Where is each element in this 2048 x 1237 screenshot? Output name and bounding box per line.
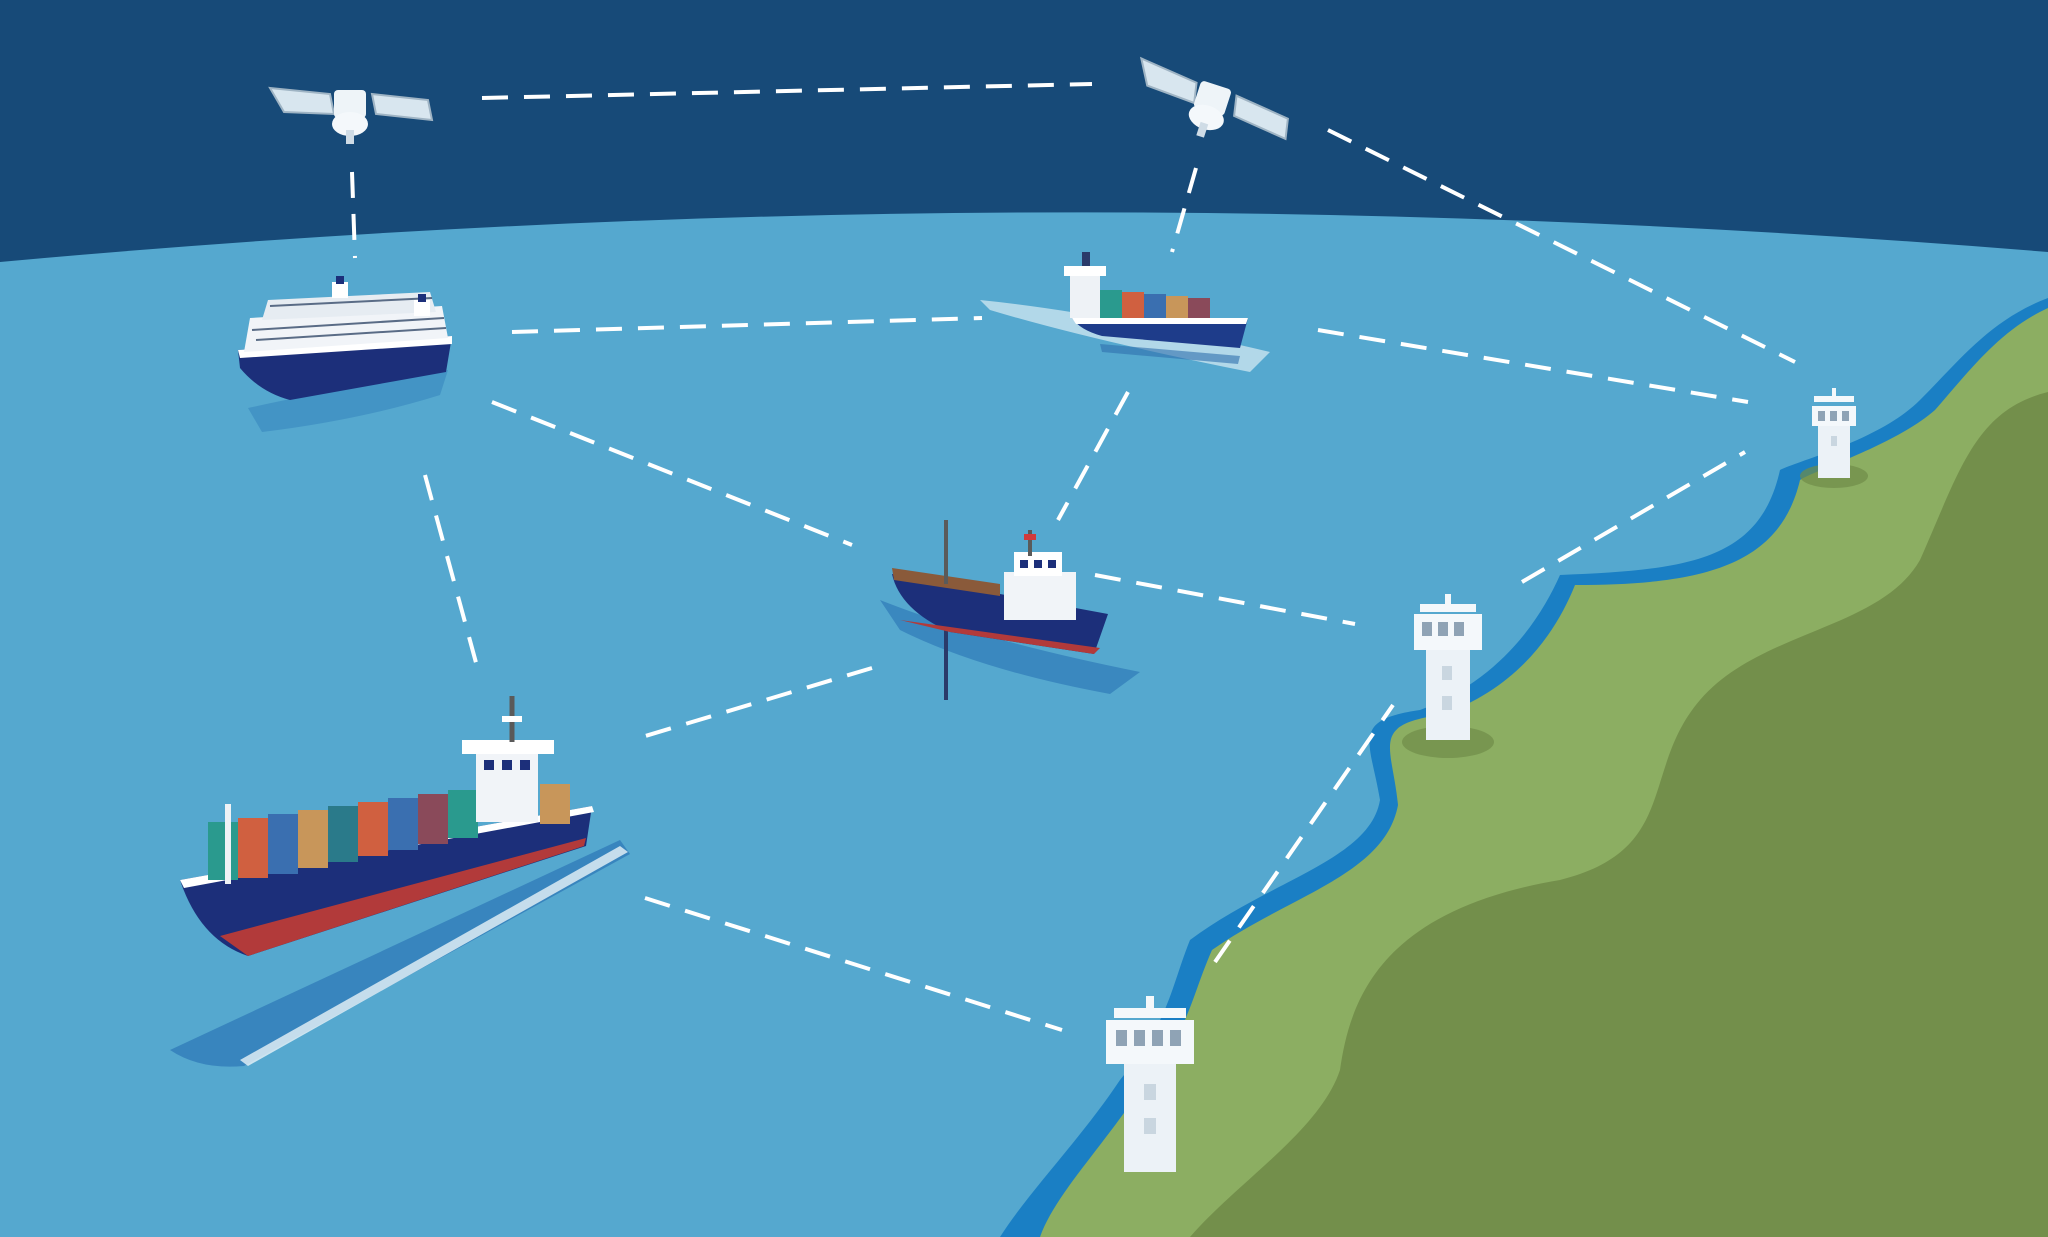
link-container-ship-to-cargo-ship <box>1056 391 1130 521</box>
coastline <box>1000 298 2048 1237</box>
satellite-left-icon <box>268 86 434 144</box>
link-cargo-ship-to-shore-middle <box>1094 573 1356 626</box>
link-large-ship-to-shore-bottom <box>644 896 1063 1032</box>
communication-links <box>350 82 1796 1032</box>
link-cruise-ship-to-large-ship <box>423 474 480 671</box>
shore-station-middle-icon <box>1402 594 1494 758</box>
link-shore-bottom-to-shore-middle <box>1213 703 1395 964</box>
link-satellite-right-to-container-ship <box>1170 167 1198 253</box>
link-cruise-ship-to-cargo-ship <box>491 400 853 547</box>
link-cruise-ship-to-container-ship <box>511 316 983 334</box>
link-satellite-to-satellite <box>481 82 1093 100</box>
large-container-ship-icon <box>170 696 630 1067</box>
land-dark <box>1190 392 2048 1237</box>
cargo-ship-icon <box>880 520 1140 700</box>
small-container-ship-icon <box>980 252 1270 372</box>
cruise-ship-icon <box>238 276 452 432</box>
link-container-ship-to-shore-top <box>1317 328 1749 404</box>
shore-station-bottom-icon <box>1106 996 1194 1172</box>
link-satellite-right-to-shore-top <box>1327 128 1796 364</box>
shore-station-top-icon <box>1800 388 1868 488</box>
link-satellite-left-to-cruise-ship <box>350 171 357 259</box>
link-shore-middle-to-shore-top <box>1520 450 1747 584</box>
satellite-right-icon <box>1139 56 1289 141</box>
